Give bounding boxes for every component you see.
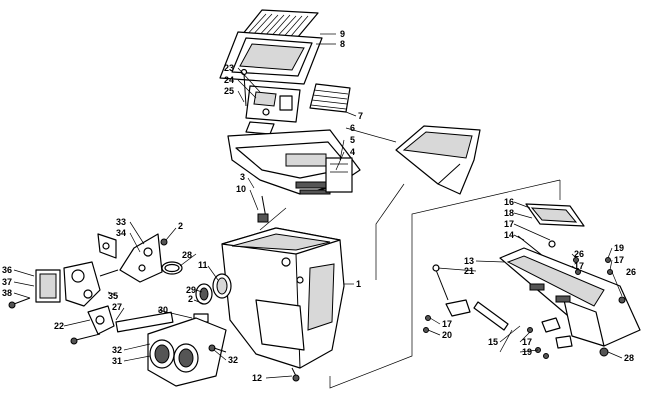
secondary-duct-part xyxy=(499,247,641,347)
callout-labels: 1 2 2 3 4 5 6 7 8 9 10 11 12 13 14 15 16… xyxy=(2,29,636,383)
small-plate-part xyxy=(541,317,573,349)
small-washer-part xyxy=(548,240,556,248)
filter-element-part xyxy=(309,83,351,113)
callout-3: 3 xyxy=(240,172,245,182)
bolt-part xyxy=(257,195,269,223)
rubber-grommet-part xyxy=(212,273,232,299)
plug-part xyxy=(195,283,213,305)
callout-27: 27 xyxy=(112,302,122,312)
dowel-part xyxy=(115,311,174,333)
upper-hinge-part xyxy=(525,203,585,227)
callout-24: 24 xyxy=(224,75,234,85)
callout-8: 8 xyxy=(340,39,345,49)
callout-11: 11 xyxy=(198,260,208,270)
callout-28: 28 xyxy=(182,250,192,260)
callout-18: 18 xyxy=(504,208,514,218)
callout-35: 35 xyxy=(108,291,118,301)
callout-17: 17 xyxy=(504,219,514,229)
actuator-part xyxy=(63,261,119,307)
callout-2: 2 xyxy=(188,294,193,304)
callout-21: 21 xyxy=(464,266,474,276)
callout-15: 15 xyxy=(488,337,498,347)
gasket-part xyxy=(35,269,61,303)
callout-32: 32 xyxy=(228,355,238,365)
link-rod-part xyxy=(432,264,449,301)
callout-33: 33 xyxy=(116,217,126,227)
callout-17: 17 xyxy=(442,319,452,329)
callout-20: 20 xyxy=(442,330,452,340)
inlet-adapter-part xyxy=(147,317,227,387)
callout-31: 31 xyxy=(112,356,122,366)
callout-17: 17 xyxy=(614,255,624,265)
bolt-22-part xyxy=(70,333,101,345)
callout-leaders xyxy=(13,33,623,389)
callout-12: 12 xyxy=(252,373,262,383)
cable-end-part xyxy=(87,305,115,335)
callout-17: 17 xyxy=(574,261,584,271)
callout-13: 13 xyxy=(464,256,474,266)
callout-28: 28 xyxy=(624,353,634,363)
callout-25: 25 xyxy=(224,86,234,96)
callout-6: 6 xyxy=(350,123,355,133)
callout-16: 16 xyxy=(504,197,514,207)
callout-29: 29 xyxy=(186,285,196,295)
callout-5: 5 xyxy=(350,135,355,145)
callout-1: 1 xyxy=(356,279,361,289)
control-module-part xyxy=(245,85,301,135)
callout-14: 14 xyxy=(504,230,514,240)
airbox-housing-part xyxy=(221,227,345,369)
small-screw-part xyxy=(8,297,31,309)
callout-36: 36 xyxy=(2,265,12,275)
callout-2: 2 xyxy=(178,221,183,231)
intake-duct-part xyxy=(395,125,481,195)
linkage-plate-part xyxy=(445,299,471,317)
hose-clamp-part xyxy=(161,261,183,275)
filter-frame-part xyxy=(219,31,323,85)
callout-30: 30 xyxy=(158,305,168,315)
callout-10: 10 xyxy=(236,184,246,194)
callout-4: 4 xyxy=(350,147,355,157)
callout-38: 38 xyxy=(2,288,12,298)
callout-34: 34 xyxy=(116,228,126,238)
callout-23: 23 xyxy=(224,63,234,73)
callout-17: 17 xyxy=(522,337,532,347)
callout-9: 9 xyxy=(340,29,345,39)
callout-32: 32 xyxy=(112,345,122,355)
screw-part xyxy=(291,367,300,382)
callout-19: 19 xyxy=(522,347,532,357)
callout-7: 7 xyxy=(358,111,363,121)
callout-37: 37 xyxy=(2,277,12,287)
callout-22: 22 xyxy=(54,321,64,331)
callout-26: 26 xyxy=(574,249,584,259)
lever-part xyxy=(473,301,509,331)
callout-19: 19 xyxy=(614,243,624,253)
clip-part xyxy=(208,344,227,353)
small-bracket-part xyxy=(97,233,117,259)
callout-26: 26 xyxy=(626,267,636,277)
mount-bracket-part xyxy=(119,233,163,283)
washer-part xyxy=(160,238,168,246)
